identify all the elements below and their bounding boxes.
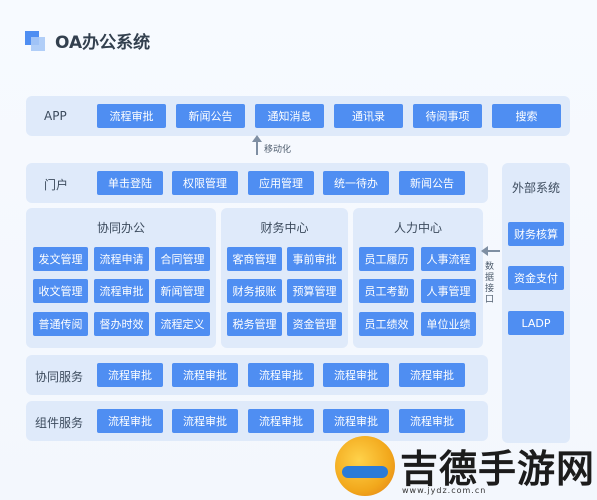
arrow-up-icon [252,135,262,155]
collab-item[interactable]: 新闻管理 [155,279,210,303]
app-item-news[interactable]: 新闻公告 [176,104,245,128]
app-row-label: APP [44,109,67,123]
collab-service-label: 协同服务 [35,370,84,384]
external-item-payment[interactable]: 资金支付 [508,266,564,290]
app-item-to-read[interactable]: 待阅事项 [413,104,482,128]
hr-item[interactable]: 员工考勤 [359,279,414,303]
watermark: 吉德手游网 www.jydz.com.cn [330,428,597,500]
finance-item[interactable]: 预算管理 [287,279,342,303]
collab-item[interactable]: 普通传阅 [33,312,88,336]
external-item-ladp[interactable]: LADP [508,311,564,335]
hr-item[interactable]: 人事流程 [421,247,476,271]
collab-item[interactable]: 流程审批 [94,279,149,303]
hr-center-title: 人力中心 [393,221,442,235]
watermark-wave-icon [342,466,388,478]
portal-item-app-management[interactable]: 应用管理 [248,171,314,195]
collab-service-item[interactable]: 流程审批 [172,363,238,387]
data-interface-label: 数据接口 [485,262,495,305]
finance-item[interactable]: 客商管理 [227,247,282,271]
component-service-item[interactable]: 流程审批 [248,409,314,433]
component-service-item[interactable]: 流程审批 [172,409,238,433]
arrow-left-icon [481,246,500,256]
finance-center-title: 财务中心 [260,221,309,235]
hr-item[interactable]: 员工绩效 [359,312,414,336]
finance-item[interactable]: 财务报账 [227,279,282,303]
finance-item[interactable]: 资金管理 [287,312,342,336]
watermark-text: 吉德手游网 [400,447,596,491]
collab-item[interactable]: 流程申请 [94,247,149,271]
collab-item[interactable]: 发文管理 [33,247,88,271]
external-systems-title: 外部系统 [511,181,560,195]
hr-item[interactable]: 单位业绩 [421,312,476,336]
finance-item[interactable]: 税务管理 [227,312,282,336]
external-systems-panel [502,163,570,443]
collab-service-item[interactable]: 流程审批 [97,363,163,387]
finance-item[interactable]: 事前审批 [287,247,342,271]
app-item-notifications[interactable]: 通知消息 [255,104,324,128]
portal-item-permissions[interactable]: 权限管理 [172,171,238,195]
component-service-item[interactable]: 流程审批 [399,409,465,433]
logo-square-icon [25,30,45,51]
collab-service-item[interactable]: 流程审批 [399,363,465,387]
collab-item[interactable]: 收文管理 [33,279,88,303]
hr-item[interactable]: 员工履历 [359,247,414,271]
component-service-item[interactable]: 流程审批 [323,409,389,433]
collab-service-item[interactable]: 流程审批 [323,363,389,387]
collab-item[interactable]: 督办时效 [94,312,149,336]
external-item-accounting[interactable]: 财务核算 [508,222,564,246]
portal-item-sso[interactable]: 单击登陆 [97,171,163,195]
page-title-group: OA办公系统 [25,28,150,53]
app-item-process-approval[interactable]: 流程审批 [97,104,166,128]
collab-service-item[interactable]: 流程审批 [248,363,314,387]
mobile-arrow-label: 移动化 [264,144,292,155]
portal-item-news[interactable]: 新闻公告 [399,171,465,195]
collab-office-title: 协同办公 [96,221,145,235]
component-service-item[interactable]: 流程审批 [97,409,163,433]
app-item-search[interactable]: 搜索 [492,104,561,128]
collab-item[interactable]: 合同管理 [155,247,210,271]
portal-item-unified-todo[interactable]: 统一待办 [323,171,389,195]
page-title: OA办公系统 [55,33,151,53]
collab-item[interactable]: 流程定义 [155,312,210,336]
app-item-contacts[interactable]: 通讯录 [334,104,403,128]
portal-row-label: 门户 [44,178,69,192]
hr-item[interactable]: 人事管理 [421,279,476,303]
component-service-label: 组件服务 [35,416,84,430]
mobile-arrow: 移动化 [252,135,292,155]
watermark-url: www.jydz.com.cn [402,486,487,495]
